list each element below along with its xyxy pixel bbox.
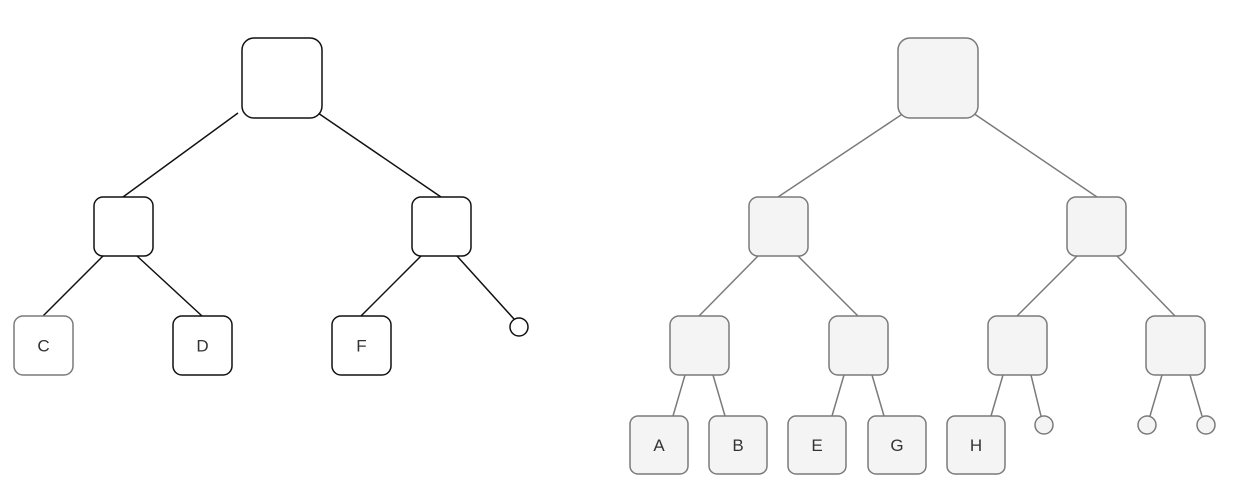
node-box [241,37,323,119]
null-leaf-r-nil2 [1137,415,1157,435]
tree-node-l-a [93,196,154,257]
edge-line [42,255,104,317]
node-box [867,415,927,475]
edge-line [1149,374,1163,417]
tree-node-r-11 [669,315,730,376]
null-leaf-circle [1196,415,1216,435]
node-label: E [811,436,822,455]
edge-line [360,255,422,317]
null-leaf-r-nil1 [1034,415,1054,435]
tree-node-r-21 [987,315,1048,376]
tree-node-l-b [411,196,472,257]
node-label: D [196,337,208,356]
node-box [172,315,233,376]
tree-node-r-h: H [946,415,1006,475]
edge-line [1030,374,1042,417]
tree-node-r-b: B [708,415,768,475]
edges-layer [42,112,1203,417]
node-label: C [37,337,49,356]
node-box [897,37,979,119]
node-label: A [653,436,665,455]
node-box [828,315,889,376]
node-box [787,415,847,475]
edge-line [797,255,859,317]
node-box [629,415,689,475]
edge-line [972,112,1098,198]
node-box [987,315,1048,376]
tree-node-r-12 [828,315,889,376]
edge-line [122,112,239,198]
null-leaf-circle [1034,415,1054,435]
node-label: H [970,436,982,455]
node-box [93,196,154,257]
tree-node-r-2 [1066,196,1127,257]
tree-node-l-d: D [172,315,233,376]
edge-line [317,112,442,198]
node-label: F [356,337,366,356]
node-label: G [890,436,903,455]
node-label: B [732,436,743,455]
node-box [1145,315,1206,376]
tree-node-r-a: A [629,415,689,475]
node-box [411,196,472,257]
tree-node-l-root [241,37,323,119]
null-leaf-l-nil1 [509,317,529,337]
null-leaf-circle [509,317,529,337]
nodes-layer: C D F A B E G H [13,37,1216,475]
tree-node-r-g: G [867,415,927,475]
null-leaf-circle [1137,415,1157,435]
null-leaf-r-nil3 [1196,415,1216,435]
node-box [1066,196,1127,257]
edge-line [990,374,1004,417]
tree-node-l-c: C [13,315,74,376]
tree-node-r-e: E [787,415,847,475]
node-box [669,315,730,376]
edge-line [871,374,885,417]
edge-line [712,374,726,417]
edge-line [456,255,515,320]
node-box [946,415,1006,475]
edge-line [1116,255,1176,317]
edge-line [1189,374,1203,417]
node-box [331,315,392,376]
node-box [748,196,809,257]
edge-line [672,374,686,417]
edge-line [777,112,905,198]
tree-node-r-1 [748,196,809,257]
node-box [13,315,74,376]
edge-line [831,374,845,417]
tree-node-r-root [897,37,979,119]
edge-line [136,255,203,317]
edge-line [698,255,759,317]
tree-node-l-f: F [331,315,392,376]
edge-line [1016,255,1078,317]
node-box [708,415,768,475]
tree-node-r-22 [1145,315,1206,376]
